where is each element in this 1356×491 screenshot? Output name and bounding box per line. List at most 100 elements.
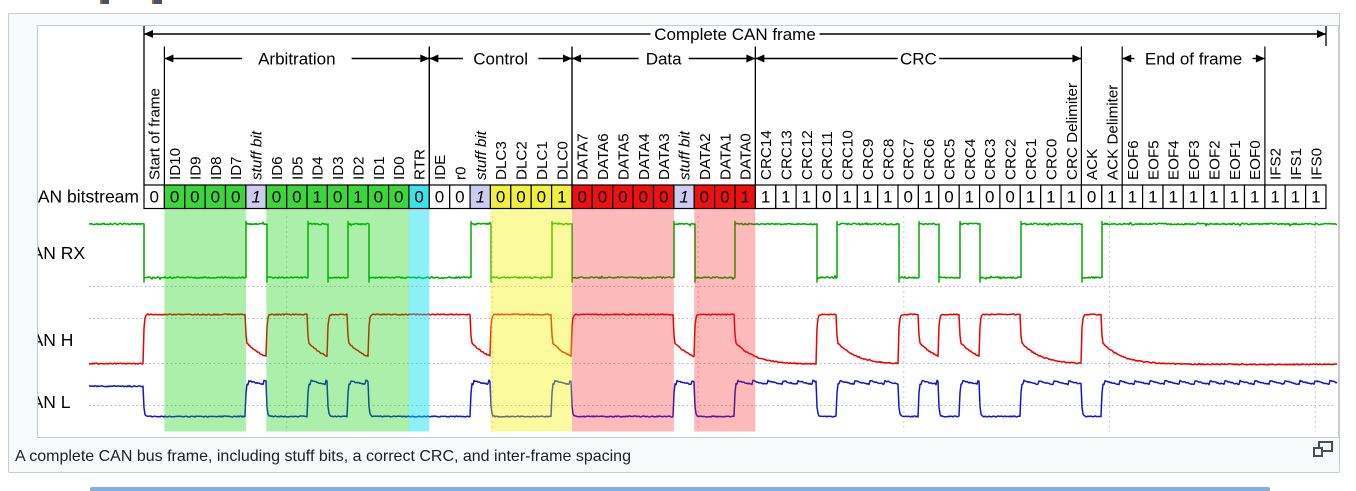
bit-value: 1 <box>353 188 362 207</box>
field-label: EOF5 <box>1145 140 1162 180</box>
field-label: DATA4 <box>636 133 653 180</box>
field-label: CRC1 <box>1023 139 1040 180</box>
bit-value: 0 <box>435 188 444 207</box>
field-label: CRC12 <box>799 130 816 180</box>
bit-value: 1 <box>1209 188 1218 207</box>
section-label: Arbitration <box>258 50 335 69</box>
field-label: DATA0 <box>738 133 755 180</box>
bit-value: 1 <box>842 188 851 207</box>
bit-value: 1 <box>251 188 260 207</box>
bit-value: 1 <box>1067 188 1076 207</box>
navbox-edge-fragment <box>90 487 1270 491</box>
bit-value: 1 <box>1189 188 1198 207</box>
bit-value: 1 <box>1046 188 1055 207</box>
bit-value: 0 <box>577 188 586 207</box>
field-label: ID0 <box>391 156 408 180</box>
bit-value: 0 <box>211 188 220 207</box>
field-label: CRC14 <box>758 130 775 180</box>
field-label: CRC3 <box>982 139 999 180</box>
bit-value: 1 <box>679 188 688 207</box>
bit-value: 0 <box>170 188 179 207</box>
bit-value: 1 <box>1270 188 1279 207</box>
field-label: ID5 <box>289 156 306 180</box>
bit-value: 0 <box>292 188 301 207</box>
field-label: IFS2 <box>1268 148 1285 180</box>
field-label: EOF3 <box>1186 140 1203 180</box>
field-band-red <box>572 208 674 432</box>
bit-value: 0 <box>944 188 953 207</box>
bit-value: 1 <box>1250 188 1259 207</box>
bit-value: 0 <box>537 188 546 207</box>
field-label: DATA5 <box>615 133 632 180</box>
field-label: CRC8 <box>880 139 897 180</box>
field-label: CRC5 <box>942 139 959 180</box>
magnify-icon[interactable] <box>1312 440 1334 458</box>
field-label: IFS0 <box>1308 148 1325 180</box>
field-label: CRC13 <box>778 130 795 180</box>
field-label: ID6 <box>269 156 286 180</box>
row-label-bitstream: CAN bitstream <box>38 187 139 207</box>
section-label: Complete CAN frame <box>654 26 816 44</box>
waveform-can-h <box>88 313 1337 366</box>
field-label: DATA6 <box>595 133 612 180</box>
waveform-can-l <box>88 379 1338 418</box>
field-label: CRC11 <box>819 131 836 180</box>
bit-value: 1 <box>1291 188 1300 207</box>
field-label: r0 <box>452 166 469 180</box>
bit-value: 0 <box>496 188 505 207</box>
field-label: EOF0 <box>1247 140 1264 180</box>
field-label: DATA2 <box>697 133 714 180</box>
bit-value: 1 <box>883 188 892 207</box>
bit-value: 1 <box>965 188 974 207</box>
bit-value: 0 <box>190 188 199 207</box>
bit-value: 1 <box>1311 188 1320 207</box>
bit-cell <box>1304 184 1327 210</box>
bit-value: 0 <box>231 188 240 207</box>
field-label: DLC1 <box>534 141 551 180</box>
field-label: CRC9 <box>860 139 877 180</box>
bit-value: 0 <box>414 188 423 207</box>
row-label-can-rx: CAN RX <box>38 243 85 263</box>
field-band-cyan <box>408 208 430 432</box>
bit-value: 0 <box>700 188 709 207</box>
field-label: EOF6 <box>1125 140 1142 180</box>
bit-value: 1 <box>557 188 566 207</box>
bit-value: 0 <box>639 188 648 207</box>
bit-value: 0 <box>618 188 627 207</box>
row-label-can-h: CAN H <box>38 330 73 350</box>
row-label-can-l: CAN L <box>38 392 71 412</box>
bit-value: 1 <box>863 188 872 207</box>
field-label: CRC10 <box>840 130 857 180</box>
field-label: IFS1 <box>1288 148 1305 180</box>
field-label: ID8 <box>208 156 225 180</box>
field-band-red <box>694 208 756 432</box>
bit-value: 0 <box>374 188 383 207</box>
section-label: End of frame <box>1145 50 1242 69</box>
field-label: RTR <box>412 149 429 180</box>
bit-value: 1 <box>781 188 790 207</box>
waveform-can-rx <box>88 220 1338 283</box>
field-label: Start of frame <box>147 88 164 180</box>
field-label: EOF2 <box>1206 140 1223 180</box>
field-label: DATA7 <box>575 133 592 180</box>
field-label: ID10 <box>167 148 184 180</box>
section-label: Control <box>473 50 528 69</box>
bit-value: 0 <box>598 188 607 207</box>
field-label: CRC0 <box>1043 139 1060 180</box>
bit-value: 0 <box>720 188 729 207</box>
field-label: IDE <box>432 155 449 180</box>
field-label: DATA1 <box>717 133 734 180</box>
field-label: DATA3 <box>656 133 673 180</box>
bit-value: 0 <box>394 188 403 207</box>
bit-value: 0 <box>985 188 994 207</box>
bit-value: 1 <box>1168 188 1177 207</box>
field-label: CRC7 <box>901 139 918 180</box>
citation-fragment <box>152 0 162 4</box>
field-label: DLC0 <box>554 141 571 180</box>
bit-value: 1 <box>1128 188 1137 207</box>
bit-value: 0 <box>149 188 158 207</box>
field-label: ID4 <box>310 156 327 180</box>
